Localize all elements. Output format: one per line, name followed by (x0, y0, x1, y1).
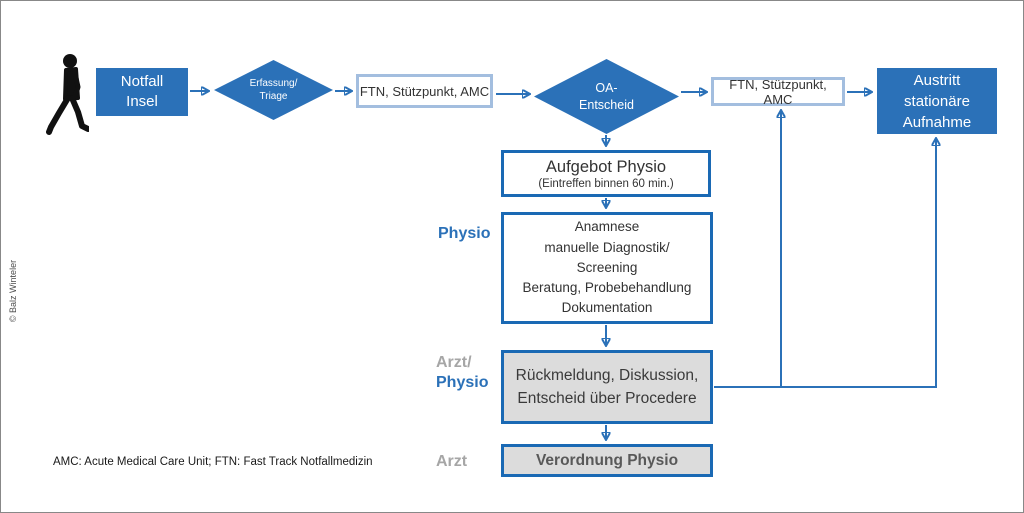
walking-person-icon (46, 54, 89, 135)
node-erfassung-triage-decision: Erfassung/ Triage (214, 60, 333, 120)
node-verordnung-physio: Verordnung Physio (501, 444, 713, 477)
copyright-notice: © Balz Winteler (1, 236, 25, 346)
node-notfall-insel: Notfall Insel (96, 68, 188, 116)
row-label-arzt: Arzt (436, 453, 468, 470)
node-ftn-stuetzpunkt-amc-1: FTN, Stützpunkt, AMC (356, 74, 493, 108)
node-rueckmeldung-diskussion: Rückmeldung, Diskussion, Entscheid über … (501, 350, 713, 424)
row-label-arzt-part: Arzt/ (436, 354, 472, 371)
row-label-physio-part: Physio (436, 374, 489, 391)
node-aufgebot-physio: Aufgebot Physio (Eintreffen binnen 60 mi… (501, 150, 711, 197)
node-ftn-stuetzpunkt-amc-2: FTN, Stützpunkt, AMC (711, 77, 845, 107)
abbreviation-footnote: AMC: Acute Medical Care Unit; FTN: Fast … (53, 456, 373, 468)
copyright-text: © Balz Winteler (8, 259, 18, 323)
node-oa-entscheid-decision: OA- Entscheid (534, 59, 679, 134)
aufgebot-title: Aufgebot Physio (545, 157, 667, 176)
node-austritt-stationaere-aufnahme: Austritt stationäre Aufnahme (877, 68, 997, 134)
row-label-physio: Physio (438, 225, 491, 242)
aufgebot-subtitle: (Eintreffen binnen 60 min.) (538, 177, 674, 190)
node-anamnese-diagnostik: Anamnese manuelle Diagnostik/ Screening … (501, 212, 713, 324)
row-label-arzt-physio: Arzt/ Physio (436, 353, 488, 393)
arrow-rueckmeldung-to-austritt (714, 139, 936, 388)
